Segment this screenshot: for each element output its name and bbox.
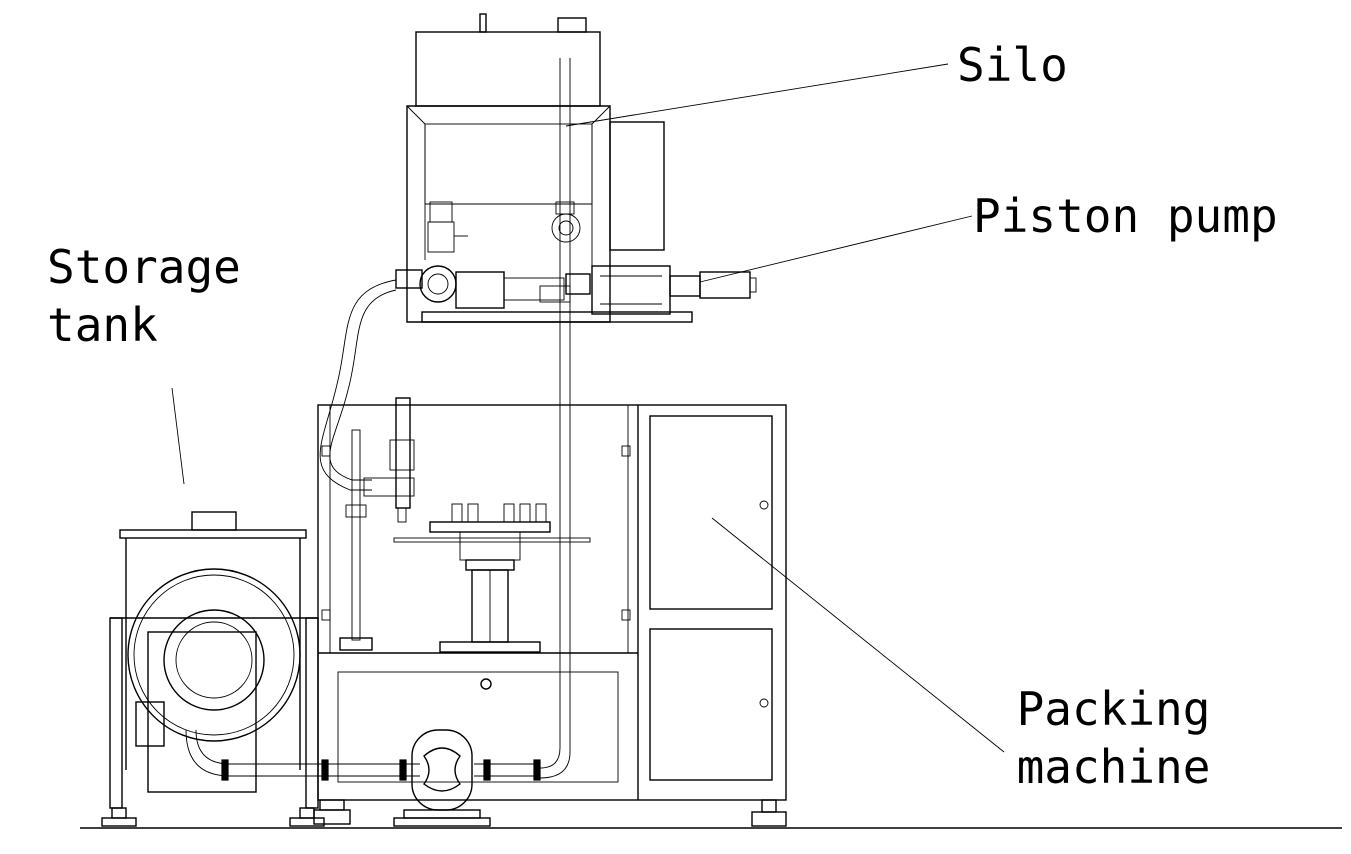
piston-pump [395, 265, 757, 323]
storage-tank [101, 511, 325, 827]
hose [319, 279, 397, 491]
storage-tank-leader [171, 387, 185, 485]
storage-tank-label: Storage tank [47, 238, 241, 354]
silo-leader [565, 63, 949, 127]
packing-machine [313, 404, 787, 827]
storage-tank-label-line2: tank [47, 298, 158, 352]
piston-pump-leader [699, 215, 973, 283]
leader-lines [171, 63, 1005, 753]
packing-machine-leader [711, 517, 1005, 753]
silo-label-text: Silo [957, 38, 1068, 92]
lobe-pump [393, 729, 491, 827]
feed-pipe [539, 58, 571, 779]
packing-machine-label-line2: machine [1016, 740, 1211, 794]
filling-station [339, 397, 591, 653]
piston-pump-label-text: Piston pump [973, 189, 1278, 243]
silo-label: Silo [957, 36, 1068, 94]
storage-tank-label-line1: Storage [47, 240, 241, 294]
packing-machine-label: Packing machine [1006, 680, 1221, 796]
piston-pump-label: Piston pump [973, 187, 1278, 245]
transfer-pipe [185, 729, 541, 781]
packing-machine-label-line1: Packing [1016, 682, 1211, 736]
